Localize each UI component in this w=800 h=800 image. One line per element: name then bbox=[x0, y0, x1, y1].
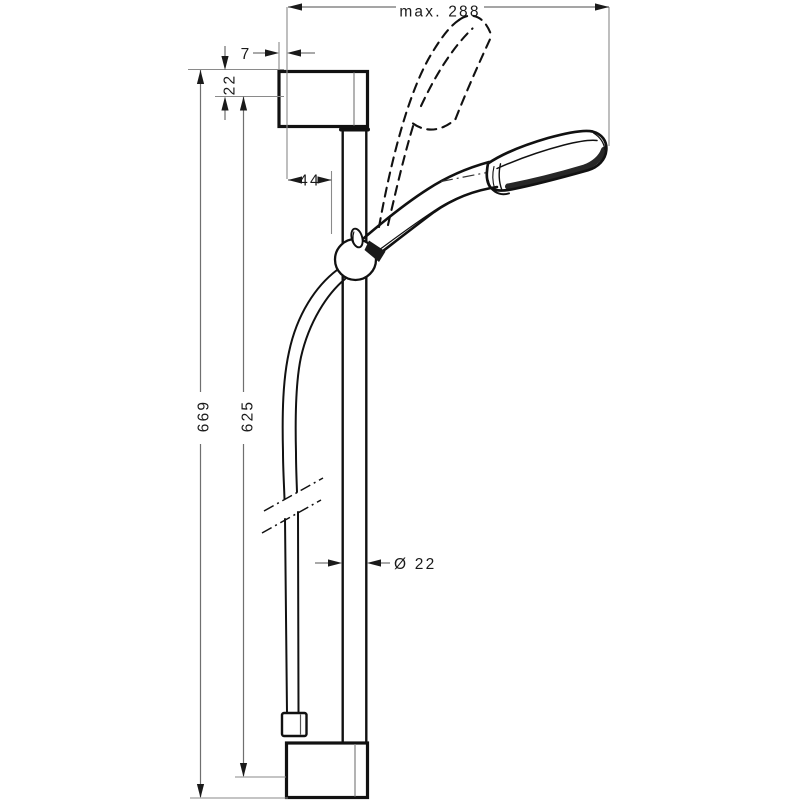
dimension-max-288: max. 288 bbox=[288, 3, 609, 21]
hose-outer-upper bbox=[281, 269, 338, 500]
dim-669-arrow-bottom bbox=[196, 784, 205, 798]
dim-22-arrow-top bbox=[221, 56, 229, 70]
slider-holder bbox=[333, 227, 386, 282]
dashed-head-bottom-cap bbox=[411, 117, 457, 131]
dashed-head-right-edge bbox=[454, 34, 493, 121]
dimension-diameter-22: Ø 22 bbox=[315, 556, 436, 573]
handle-upper-edge bbox=[362, 160, 491, 240]
dim-max288-arrow-right bbox=[595, 3, 609, 11]
dimension-669: 669 bbox=[196, 70, 213, 798]
hand-shower-raised-dashed bbox=[377, 14, 493, 229]
slide-bar bbox=[339, 127, 370, 745]
wall-bracket-bottom-body bbox=[284, 741, 370, 800]
dim-669-arrow-top bbox=[196, 70, 205, 84]
dim-7-arrow-right bbox=[287, 49, 301, 57]
hose-end-nut bbox=[280, 711, 308, 738]
wall-bracket-top-body bbox=[277, 69, 370, 129]
dashed-handle-right-edge bbox=[386, 121, 416, 227]
dim-7-arrow-left bbox=[265, 49, 279, 57]
dim-label-22: 22 bbox=[222, 74, 239, 96]
handle-centerline bbox=[440, 171, 488, 183]
handle-inner-line bbox=[378, 188, 484, 251]
dim-max288-arrow-left bbox=[288, 3, 302, 11]
dashed-handle-left-edge bbox=[377, 18, 461, 229]
dim-label-625: 625 bbox=[240, 400, 257, 432]
dim-label-669: 669 bbox=[196, 400, 213, 432]
head-spray-face-band bbox=[505, 146, 607, 190]
dim-label-7: 7 bbox=[241, 46, 252, 63]
head-joint-line-outer bbox=[498, 163, 503, 191]
dim-d22-arrow-left bbox=[328, 559, 342, 567]
dimension-22: 22 bbox=[221, 46, 239, 120]
wall-bracket-top bbox=[277, 69, 370, 129]
dimension-7: 7 bbox=[241, 46, 315, 63]
dim-label-diameter-22: Ø 22 bbox=[394, 556, 436, 573]
shower-hose bbox=[261, 269, 346, 738]
dashed-head-top-cap bbox=[457, 14, 493, 38]
hand-shower-head bbox=[485, 129, 608, 196]
hand-shower-handle bbox=[362, 160, 499, 258]
head-face-seam bbox=[496, 139, 598, 170]
wall-bracket-bottom bbox=[284, 741, 370, 800]
dimension-extension-lines bbox=[188, 7, 610, 799]
hose-inner-lower bbox=[297, 511, 300, 714]
dim-625-arrow-top bbox=[239, 96, 248, 111]
dim-label-max-288: max. 288 bbox=[399, 4, 480, 21]
dimension-625: 625 bbox=[239, 96, 257, 777]
dim-625-arrow-bottom bbox=[239, 763, 248, 777]
hose-inner-upper bbox=[294, 278, 346, 493]
dim-22-arrow-bottom bbox=[221, 96, 229, 111]
dashed-head-inner-line bbox=[419, 27, 474, 108]
slider-thumb-tab-line bbox=[352, 231, 357, 247]
head-outline bbox=[485, 129, 608, 192]
handle-cone-connector bbox=[364, 240, 386, 262]
head-joint-bulge bbox=[487, 179, 510, 196]
dim-label-44: 44 bbox=[299, 173, 321, 190]
hose-outer-lower bbox=[284, 518, 288, 714]
dim-d22-arrow-right bbox=[367, 559, 381, 567]
dimension-44: 44 bbox=[288, 173, 332, 190]
head-joint-line-inner bbox=[492, 165, 496, 190]
dim-44-arrow-right bbox=[317, 176, 332, 184]
dim-44-arrow-left bbox=[288, 176, 302, 184]
